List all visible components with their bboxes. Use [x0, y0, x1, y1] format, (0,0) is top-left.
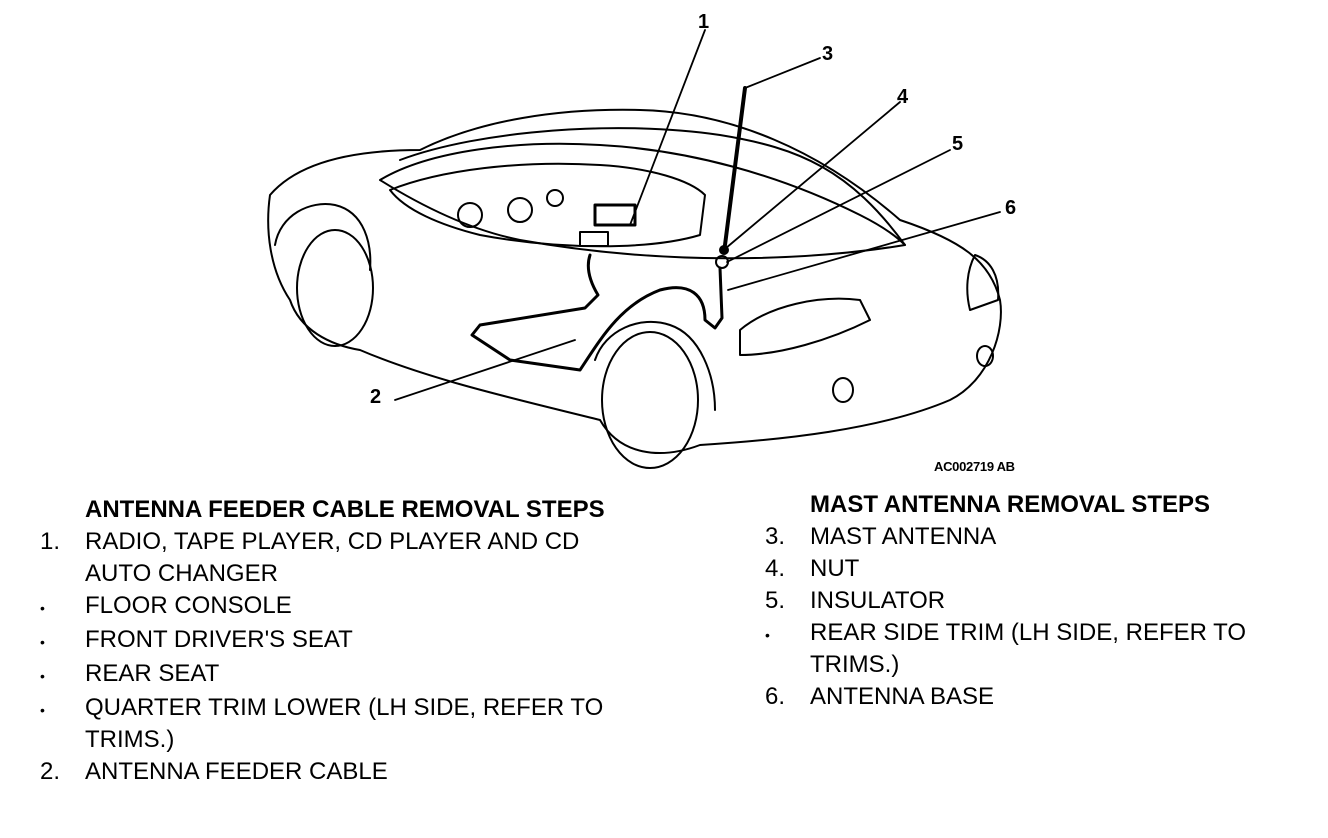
step-text: ANTENNA FEEDER CABLE — [85, 758, 388, 785]
callout-5: 5 — [952, 133, 964, 155]
bullet-icon: • — [40, 702, 45, 718]
rear-reflector — [976, 345, 994, 367]
step-text: QUARTER TRIM LOWER (LH SIDE, REFER TO TR… — [85, 694, 604, 753]
step-number: 2. — [40, 758, 61, 785]
feeder-cable-removal-steps: ANTENNA FEEDER CABLE REMOVAL STEPS 1. RA… — [40, 494, 640, 788]
callout-2: 2 — [370, 386, 382, 408]
bullet-icon: • — [40, 634, 45, 650]
bullet-icon: • — [40, 600, 45, 616]
callout-4: 4 — [897, 86, 909, 108]
figure-code: AC002719 AB — [934, 459, 1015, 474]
car-windshield — [379, 142, 906, 260]
step-text: REAR SIDE TRIM (LH SIDE, REFER TO TRIMS.… — [810, 619, 1247, 678]
step-item: 1. RADIO, TAPE PLAYER, CD PLAYER AND CD … — [40, 526, 640, 590]
step-item: 4. NUT — [765, 553, 1325, 585]
step-item: 3. MAST ANTENNA — [765, 521, 1325, 553]
step-item: 5. INSULATOR — [765, 585, 1325, 617]
gauge — [546, 189, 564, 207]
callout-3: 3 — [822, 43, 834, 65]
rear-lamp-right — [966, 254, 1000, 311]
callout-6: 6 — [1005, 197, 1017, 219]
step-text: MAST ANTENNA — [810, 523, 997, 550]
step-number: 1. — [40, 528, 61, 555]
dashboard — [389, 162, 706, 248]
car-roofline — [399, 127, 906, 246]
step-number: 5. — [765, 587, 786, 614]
rear-wheel-arch — [594, 320, 716, 411]
leader-lines — [394, 29, 1001, 401]
step-text: RADIO, TAPE PLAYER, CD PLAYER AND CD AUT… — [85, 528, 580, 587]
front-wheel — [296, 229, 374, 347]
section-heading: ANTENNA FEEDER CABLE REMOVAL STEPS — [85, 496, 605, 523]
front-wheel-arch — [274, 203, 372, 271]
gauge — [457, 202, 483, 228]
step-item: • QUARTER TRIM LOWER (LH SIDE, REFER TO … — [40, 692, 640, 756]
step-text: FRONT DRIVER'S SEAT — [85, 626, 353, 653]
car-body-outline — [267, 108, 1002, 454]
step-text: REAR SEAT — [85, 660, 220, 687]
step-text: INSULATOR — [810, 587, 946, 614]
radio-unit — [593, 203, 637, 227]
car-antenna-diagram — [267, 29, 1002, 469]
step-item: 6. ANTENNA BASE — [765, 681, 1325, 713]
step-text: NUT — [810, 555, 860, 582]
step-item: • FRONT DRIVER'S SEAT — [40, 624, 640, 658]
step-item: 2. ANTENNA FEEDER CABLE — [40, 756, 640, 788]
step-number: 3. — [765, 523, 786, 550]
mast-antenna-removal-steps: MAST ANTENNA REMOVAL STEPS 3. MAST ANTEN… — [765, 489, 1325, 713]
bullet-icon: • — [765, 627, 770, 643]
rear-reflector — [832, 377, 854, 403]
step-item: • REAR SIDE TRIM (LH SIDE, REFER TO TRIM… — [765, 617, 1325, 681]
rear-wheel — [601, 331, 699, 469]
mast-antenna — [723, 86, 747, 247]
section-heading: MAST ANTENNA REMOVAL STEPS — [810, 491, 1211, 518]
step-text: FLOOR CONSOLE — [85, 592, 292, 619]
gauge — [507, 197, 533, 223]
callout-1: 1 — [698, 11, 710, 33]
step-item: • REAR SEAT — [40, 658, 640, 692]
feeder-cable — [470, 253, 724, 372]
step-text: ANTENNA BASE — [810, 683, 995, 710]
rear-lamp — [739, 297, 871, 356]
step-number: 4. — [765, 555, 786, 582]
step-item: • FLOOR CONSOLE — [40, 590, 640, 624]
step-number: 6. — [765, 683, 786, 710]
bullet-icon: • — [40, 668, 45, 684]
radio-unit-lower — [579, 231, 609, 247]
